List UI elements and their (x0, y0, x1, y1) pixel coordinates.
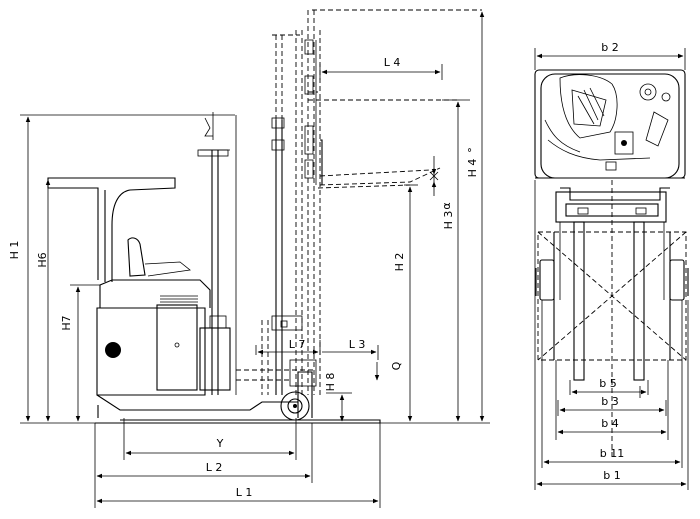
dim-y (123, 418, 297, 460)
label-y: Y (216, 437, 224, 450)
dim-h1 (20, 114, 235, 424)
label-l1: L 1 (236, 486, 253, 499)
label-h3: H 3 (442, 211, 455, 230)
dim-b1 (534, 180, 689, 490)
label-b1: b 1 (603, 469, 620, 482)
label-b2: b 2 (601, 41, 618, 54)
label-degree: ° (466, 147, 479, 153)
label-b3: b 3 (601, 395, 618, 408)
raised-forks (308, 91, 460, 189)
label-l2: L 2 (206, 461, 223, 474)
dim-b2 (534, 48, 686, 70)
dim-l2 (94, 423, 313, 508)
dim-b11 (541, 300, 683, 468)
dim-b5 (571, 386, 647, 398)
load-wheel (280, 391, 310, 421)
label-h8: H 8 (324, 373, 337, 392)
lowered-forks (236, 369, 381, 424)
warning-light-icon (105, 342, 121, 358)
label-b11: b 11 (600, 447, 624, 460)
mast (197, 112, 237, 395)
dim-l1 (96, 423, 381, 508)
dim-h7 (70, 284, 100, 422)
label-h1: H 1 (8, 241, 21, 260)
label-alpha: α (440, 202, 453, 209)
label-b4: b 4 (601, 417, 618, 430)
truck-body-top (534, 69, 686, 179)
battery-vent (160, 295, 198, 303)
dim-l4 (319, 64, 443, 80)
label-l7: L 7 (289, 338, 306, 351)
tilt-angle-marker (429, 156, 439, 196)
dim-h3 (442, 99, 470, 422)
dim-b3 (557, 400, 667, 416)
label-l3: L 3 (349, 338, 366, 351)
telescopic-mast (261, 9, 482, 395)
label-q: Q (390, 361, 403, 370)
mast-carriage-top (555, 187, 670, 300)
top-view: b 2 b 5 b 3 b 4 b 11 (534, 41, 689, 490)
dim-h8 (326, 392, 352, 422)
outriggers (535, 232, 689, 360)
label-h6: H6 (36, 252, 49, 267)
overhead-guard (47, 177, 191, 282)
dim-h4 (380, 11, 490, 424)
side-view: H 1 H6 H7 Y L 2 L 1 (8, 9, 490, 508)
dim-b4 (555, 360, 669, 440)
label-b5: b 5 (599, 377, 616, 390)
forks-top (569, 221, 649, 395)
label-h7: H7 (60, 315, 73, 330)
label-l4: L 4 (384, 56, 401, 69)
load-footprint (537, 180, 687, 460)
dim-l7-l3 (255, 340, 379, 360)
label-h2: H 2 (393, 253, 406, 272)
truck-chassis (96, 279, 298, 421)
dim-h2 (404, 184, 418, 422)
label-h4: H 4 (466, 159, 479, 178)
